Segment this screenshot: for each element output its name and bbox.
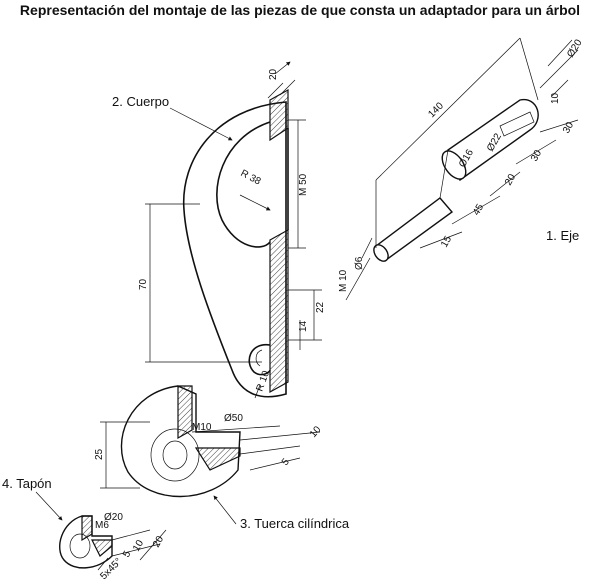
label-cuerpo: 2. Cuerpo (112, 94, 169, 109)
cuerpo-part (182, 88, 289, 398)
cuerpo-lower-hole (248, 344, 271, 376)
dim-eje-140: 140 (426, 100, 446, 120)
label-eje: 1. Eje (546, 228, 579, 243)
dim-tuerca-d50: Ø50 (224, 413, 243, 424)
dim-tuerca-10: 10 (308, 424, 324, 440)
tapon-part (59, 515, 113, 569)
eje-large-face (441, 150, 467, 180)
label-tapon: 4. Tapón (2, 476, 52, 491)
cuerpo-section-bottom (269, 228, 289, 394)
dim-tuerca-5: 5 (280, 456, 292, 468)
dim-tuerca-25: 25 (94, 448, 105, 460)
dim-cuerpo-70: 70 (138, 278, 149, 290)
dim-cuerpo-14: 14 (298, 320, 309, 332)
dim-eje-45: 45 (471, 202, 486, 218)
tuerca-section (177, 385, 193, 440)
dim-eje-20: 20 (503, 172, 518, 188)
dim-tapon-20: 20 (151, 534, 166, 550)
label-tuerca: 3. Tuerca cilíndrica (240, 516, 350, 531)
cuerpo-lower-hole-inner (255, 349, 263, 367)
dim-eje-30b: 30 (529, 148, 544, 164)
dim-cuerpo-m50: M 50 (298, 173, 309, 196)
tuerca-inner-ring (150, 428, 200, 482)
eje-keyway (499, 111, 535, 137)
eje-shoulder (439, 149, 449, 199)
dim-eje-15: 15 (439, 234, 454, 250)
dim-tapon-10: 10 (131, 538, 146, 554)
dim-cuerpo-22: 22 (315, 301, 326, 313)
dim-tapon-m6: M6 (95, 520, 109, 531)
eje-part (373, 99, 539, 262)
dim-eje-d20: Ø20 (565, 37, 585, 59)
tapon-inner (69, 533, 91, 559)
dim-eje-m10: M 10 (338, 269, 349, 292)
cuerpo-dimensions: 20 R 38 M 50 70 22 14 R 10 (138, 61, 326, 399)
cuerpo-outline (182, 101, 287, 398)
dim-tapon-5: 5 (121, 549, 134, 560)
dim-eje-d6: Ø6 (354, 256, 365, 270)
dim-tapon-d20: Ø20 (104, 512, 123, 523)
tuerca-section-low (194, 447, 241, 471)
cuerpo-leader (169, 107, 233, 141)
eje-large-cylinder (447, 99, 539, 182)
dim-cuerpo-r38: R 38 (239, 168, 263, 188)
dim-eje-30a: 30 (561, 120, 576, 136)
tapon-leader (35, 491, 63, 521)
tuerca-part (120, 385, 241, 498)
drawing-title: Representación del montaje de las piezas… (19, 2, 581, 18)
dim-tuerca-m10: M10 (192, 422, 212, 433)
tapon-section-low (91, 539, 113, 557)
dim-eje-10: 10 (550, 92, 561, 104)
dim-cuerpo-20: 20 (268, 68, 279, 80)
cuerpo-inner-arc (216, 121, 271, 248)
tuerca-leader (213, 495, 237, 525)
tuerca-hole (162, 440, 188, 470)
tapon-section (81, 515, 93, 542)
